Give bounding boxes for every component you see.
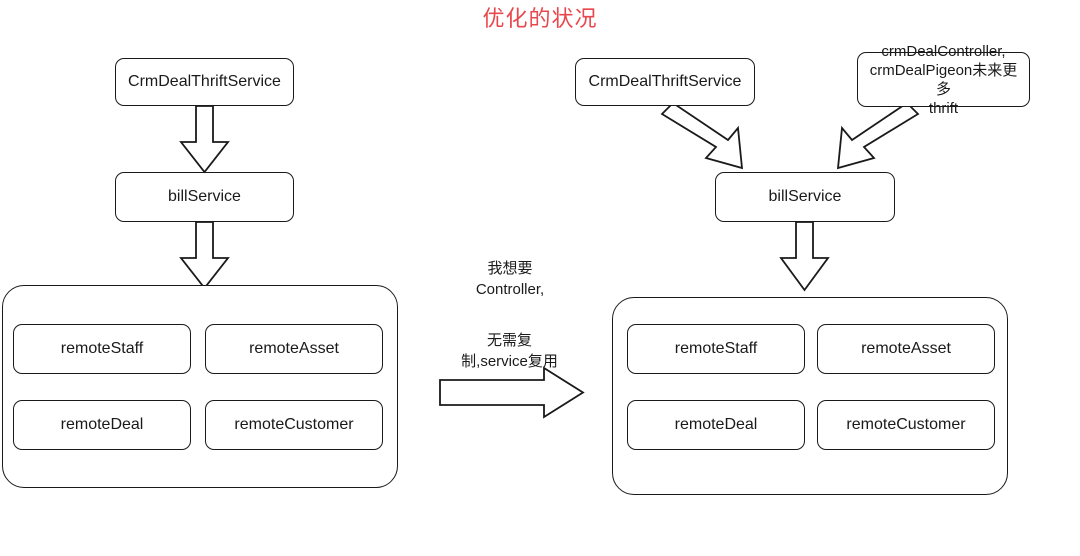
right-remote-staff-node[interactable]: remoteStaff [627, 324, 805, 374]
left-bill-service-label: billService [168, 188, 241, 205]
right-remote-customer-label: remoteCustomer [846, 416, 966, 433]
right-controller-node[interactable]: crmDealController, crmDealPigeon未来更多 thr… [857, 43, 1030, 117]
right-remote-deal-node[interactable]: remoteDeal [627, 400, 805, 450]
left-remote-staff-label: remoteStaff [60, 340, 144, 357]
middle-note-top: 我想要 Controller, [475, 260, 545, 298]
arrow-thrift-to-bill [179, 105, 230, 174]
right-bill-service-label: billService [768, 188, 842, 205]
right-bill-service-node[interactable]: billService [715, 172, 895, 222]
left-remote-customer-node[interactable]: remoteCustomer [205, 400, 383, 450]
right-remote-asset-node[interactable]: remoteAsset [817, 324, 995, 374]
page-title: 优化的状况 [482, 6, 598, 31]
right-remote-asset-label: remoteAsset [861, 340, 951, 357]
arrow-transform-right [439, 366, 585, 419]
right-thrift-service-node[interactable]: CrmDealThriftService [575, 58, 755, 106]
arrow-bill-to-remote-group-left [179, 221, 230, 290]
middle-note-bottom: 无需复 制,service复用 [461, 332, 558, 370]
right-remote-customer-node[interactable]: remoteCustomer [817, 400, 995, 450]
left-thrift-service-node[interactable]: CrmDealThriftService [115, 58, 294, 106]
right-remote-deal-label: remoteDeal [674, 416, 758, 433]
left-remote-staff-node[interactable]: remoteStaff [13, 324, 191, 374]
left-remote-asset-label: remoteAsset [249, 340, 339, 357]
left-remote-customer-label: remoteCustomer [234, 416, 354, 433]
left-thrift-service-label: CrmDealThriftService [128, 73, 281, 90]
left-remote-deal-node[interactable]: remoteDeal [13, 400, 191, 450]
right-controller-label: crmDealController, crmDealPigeon未来更多 thr… [869, 42, 1018, 117]
arrow-thrift-to-bill-diagonal [660, 101, 744, 170]
left-remote-deal-label: remoteDeal [60, 416, 144, 433]
left-remote-group-container [2, 285, 398, 488]
right-remote-staff-label: remoteStaff [674, 340, 758, 357]
left-remote-asset-node[interactable]: remoteAsset [205, 324, 383, 374]
left-bill-service-node[interactable]: billService [115, 172, 294, 222]
arrow-bill-to-remote-group-right [779, 221, 830, 292]
right-thrift-service-label: CrmDealThriftService [588, 73, 742, 90]
